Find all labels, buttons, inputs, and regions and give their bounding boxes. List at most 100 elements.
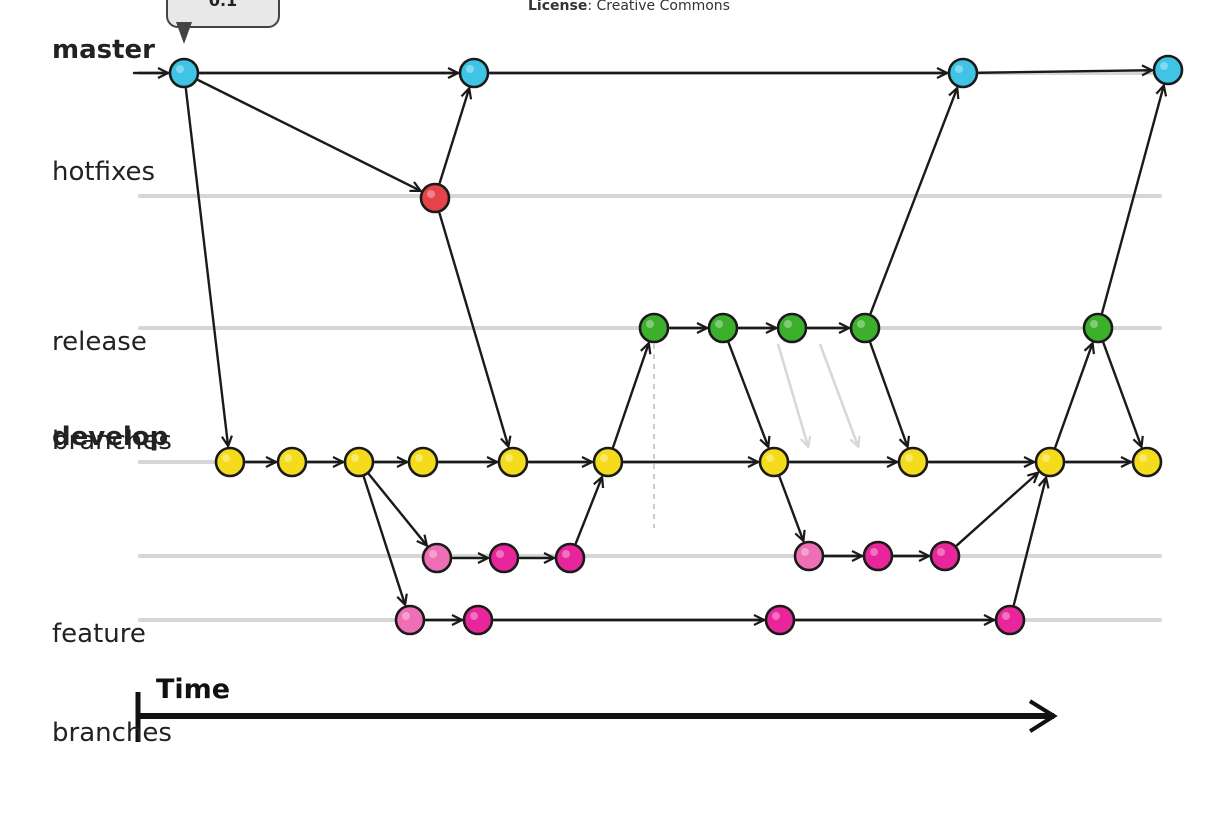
commit-node-fa1 bbox=[421, 542, 453, 574]
commit-highlight-d7 bbox=[766, 454, 774, 462]
commit-highlight-d5 bbox=[505, 454, 513, 462]
commit-node-m2 bbox=[458, 57, 490, 89]
commit-highlight-m3 bbox=[955, 65, 963, 73]
commit-node-d4 bbox=[407, 446, 439, 478]
commit-node-fa6 bbox=[929, 540, 961, 572]
lane-label-develop: develop bbox=[52, 422, 169, 452]
commit-highlight-fb3 bbox=[772, 612, 780, 620]
commit-highlight-fa1 bbox=[429, 550, 437, 558]
commit-node-m4 bbox=[1152, 54, 1184, 86]
arrow-d7-to-fa4 bbox=[778, 475, 803, 540]
commit-node-d8 bbox=[897, 446, 929, 478]
license-label: License bbox=[528, 0, 588, 14]
commit-node-d3 bbox=[343, 446, 375, 478]
commit-node-r3 bbox=[776, 312, 808, 344]
commit-highlight-d9 bbox=[1042, 454, 1050, 462]
time-axis bbox=[135, 692, 1058, 742]
commit-highlight-fa2 bbox=[496, 550, 504, 558]
commit-highlight-h1 bbox=[427, 190, 435, 198]
license-value: : Creative Commons bbox=[587, 0, 730, 14]
commit-node-r5 bbox=[1082, 312, 1114, 344]
arrow-m1-to-d1 bbox=[184, 87, 228, 445]
faint-merge-arrow-1 bbox=[776, 343, 808, 446]
commit-node-d1 bbox=[214, 446, 246, 478]
arrow-fb4-to-d9 bbox=[1012, 478, 1046, 606]
commit-node-fb4 bbox=[994, 604, 1026, 636]
arrow-d9-to-r5 bbox=[1054, 344, 1092, 449]
commit-node-h1 bbox=[419, 182, 451, 214]
arrow-m1-to-h1 bbox=[197, 78, 419, 190]
lane-label-release-line1: release bbox=[52, 327, 147, 357]
lane-lines bbox=[138, 71, 1162, 622]
arrow-h1-to-d5 bbox=[438, 212, 509, 445]
arrow-r2-to-d7 bbox=[727, 341, 768, 446]
arrow-d3-to-fb1 bbox=[362, 476, 405, 604]
commit-highlight-d10 bbox=[1139, 454, 1147, 462]
commit-highlight-fa3 bbox=[562, 550, 570, 558]
commit-node-fa3 bbox=[554, 542, 586, 574]
lane-label-release-line2: branches bbox=[52, 426, 172, 456]
commit-node-d9 bbox=[1034, 446, 1066, 478]
commit-highlight-fa6 bbox=[937, 548, 945, 556]
git-flow-diagram: 0.1 License: Creative Commons master hot… bbox=[52, 0, 1184, 748]
commit-highlight-r2 bbox=[715, 320, 723, 328]
commit-nodes bbox=[168, 54, 1184, 636]
commit-highlight-d1 bbox=[222, 454, 230, 462]
arrow-r5-to-d10 bbox=[1102, 341, 1141, 446]
commit-highlight-r1 bbox=[646, 320, 654, 328]
arrow-r4-to-m3 bbox=[869, 89, 957, 315]
commit-highlight-r5 bbox=[1090, 320, 1098, 328]
commit-highlight-m4 bbox=[1160, 62, 1168, 70]
commit-highlight-r4 bbox=[857, 320, 865, 328]
commit-highlight-fa4 bbox=[801, 548, 809, 556]
commit-highlight-fb2 bbox=[470, 612, 478, 620]
time-axis-arrow bbox=[139, 699, 1058, 733]
commit-node-m3 bbox=[947, 57, 979, 89]
lane-label-feature-branches: feature branches bbox=[52, 552, 172, 816]
commit-highlight-m1 bbox=[176, 65, 184, 73]
arrow-h1-to-m2 bbox=[438, 89, 469, 184]
commit-highlight-m2 bbox=[466, 65, 474, 73]
lane-label-master: master bbox=[52, 35, 155, 65]
arrow-d6-to-r1 bbox=[611, 344, 648, 449]
commit-highlight-d6 bbox=[600, 454, 608, 462]
commit-highlight-d8 bbox=[905, 454, 913, 462]
commit-node-d6 bbox=[592, 446, 624, 478]
arrow-fa6-to-d9 bbox=[955, 473, 1037, 547]
faint-merge-arrow-2 bbox=[818, 343, 858, 446]
branch-graph bbox=[132, 54, 1184, 742]
commit-node-r1 bbox=[638, 312, 670, 344]
commit-node-m1 bbox=[168, 57, 200, 89]
arrow-d3-to-fa1 bbox=[367, 473, 426, 544]
commit-highlight-fb4 bbox=[1002, 612, 1010, 620]
arrow-r4-to-d8 bbox=[869, 341, 907, 446]
commit-highlight-d3 bbox=[351, 454, 359, 462]
commit-node-r4 bbox=[849, 312, 881, 344]
arrow-r5-to-m4 bbox=[1100, 86, 1163, 314]
commit-node-fb3 bbox=[764, 604, 796, 636]
commit-highlight-r3 bbox=[784, 320, 792, 328]
commit-highlight-d2 bbox=[284, 454, 292, 462]
time-label: Time bbox=[156, 674, 231, 705]
commit-arrows bbox=[132, 70, 1164, 620]
arrow-fa3-to-d6 bbox=[574, 478, 602, 545]
commit-node-d7 bbox=[758, 446, 790, 478]
commit-highlight-d4 bbox=[415, 454, 423, 462]
commit-node-fb2 bbox=[462, 604, 494, 636]
version-tag-pointer bbox=[176, 22, 192, 44]
commit-node-d2 bbox=[276, 446, 308, 478]
commit-node-d5 bbox=[497, 446, 529, 478]
lane-label-feature-line1: feature bbox=[52, 619, 146, 649]
commit-node-d10 bbox=[1131, 446, 1163, 478]
commit-node-r2 bbox=[707, 312, 739, 344]
commit-node-fa2 bbox=[488, 542, 520, 574]
commit-node-fa4 bbox=[793, 540, 825, 572]
lane-label-feature-line2: branches bbox=[52, 718, 172, 748]
commit-node-fb1 bbox=[394, 604, 426, 636]
commit-highlight-fb1 bbox=[402, 612, 410, 620]
commit-node-fa5 bbox=[862, 540, 894, 572]
version-tag-text: 0.1 bbox=[208, 0, 238, 10]
license-note: License: Creative Commons bbox=[528, 0, 730, 14]
lane-label-hotfixes: hotfixes bbox=[52, 157, 156, 187]
arrow-m3-to-m4 bbox=[977, 70, 1151, 73]
